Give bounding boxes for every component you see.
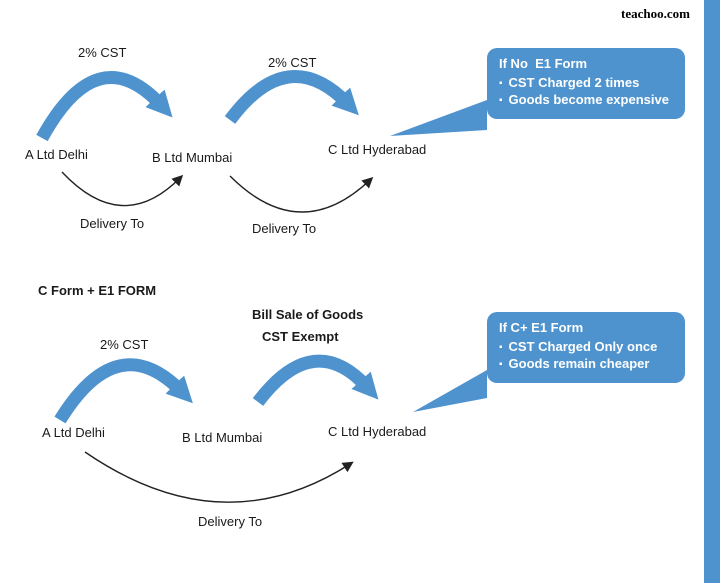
node-top-c-ltd-hyderabad: C Ltd Hyderabad bbox=[328, 142, 427, 157]
cst-label-bottom-1: 2% CST bbox=[100, 337, 149, 352]
node-bottom-b-ltd-mumbai: B Ltd Mumbai bbox=[182, 430, 263, 445]
bullet-icon: ▪ bbox=[499, 94, 503, 106]
bullet-text: CST Charged Only once bbox=[508, 338, 658, 354]
callout-title: If No E1 Form bbox=[499, 56, 588, 71]
cst-arrow-top-a-to-b bbox=[36, 71, 173, 142]
bullet-row: ▪ Goods become expensive bbox=[499, 92, 673, 109]
delivery-label-top-1: Delivery To bbox=[80, 216, 145, 231]
bullet-row: ▪ CST Charged 2 times bbox=[499, 75, 673, 92]
callout-c-plus-e1-form: If C+ E1 Form ▪ CST Charged Only once ▪ … bbox=[487, 312, 685, 383]
cst-exempt-label: CST Exempt bbox=[262, 329, 339, 344]
callout-tail-bottom bbox=[413, 370, 487, 412]
callout-title: If C+ E1 Form bbox=[499, 320, 584, 335]
bullet-row: ▪ Goods remain cheaper bbox=[499, 356, 673, 373]
callout-no-e1-form: If No E1 Form ▪ CST Charged 2 times ▪ Go… bbox=[487, 48, 685, 119]
bullet-icon: ▪ bbox=[499, 77, 503, 89]
right-edge-bar bbox=[704, 0, 720, 583]
cst-arrow-top-b-to-c bbox=[224, 70, 359, 124]
delivery-arrow-top-b-to-c bbox=[229, 175, 374, 213]
bill-sale-of-goods-label: Bill Sale of Goods bbox=[252, 307, 364, 322]
delivery-label-top-2: Delivery To bbox=[252, 221, 317, 236]
delivery-arrow-top-a-to-b bbox=[61, 171, 184, 207]
bullet-text: Goods remain cheaper bbox=[508, 355, 650, 371]
bullet-icon: ▪ bbox=[499, 341, 503, 353]
node-top-a-ltd-delhi: A Ltd Delhi bbox=[25, 147, 88, 162]
delivery-arrow-bottom-a-to-c bbox=[84, 451, 354, 503]
node-bottom-c-ltd-hyderabad: C Ltd Hyderabad bbox=[328, 424, 427, 439]
bullet-text: CST Charged 2 times bbox=[508, 74, 640, 90]
cst-arrow-bottom-a-to-b bbox=[54, 358, 193, 424]
callout-tail-top bbox=[390, 100, 487, 136]
watermark: teachoo.com bbox=[621, 6, 690, 21]
bullet-text: Goods become expensive bbox=[508, 91, 669, 107]
node-top-b-ltd-mumbai: B Ltd Mumbai bbox=[152, 150, 233, 165]
delivery-label-bottom: Delivery To bbox=[198, 514, 263, 529]
cst-label-top-2: 2% CST bbox=[268, 55, 317, 70]
heading-c-form-e1-form: C Form + E1 FORM bbox=[38, 283, 157, 298]
bullet-icon: ▪ bbox=[499, 358, 503, 370]
node-bottom-a-ltd-delhi: A Ltd Delhi bbox=[42, 425, 105, 440]
cst-label-top-1: 2% CST bbox=[78, 45, 127, 60]
bullet-row: ▪ CST Charged Only once bbox=[499, 339, 673, 356]
cst-arrow-bottom-b-to-c bbox=[252, 354, 379, 406]
